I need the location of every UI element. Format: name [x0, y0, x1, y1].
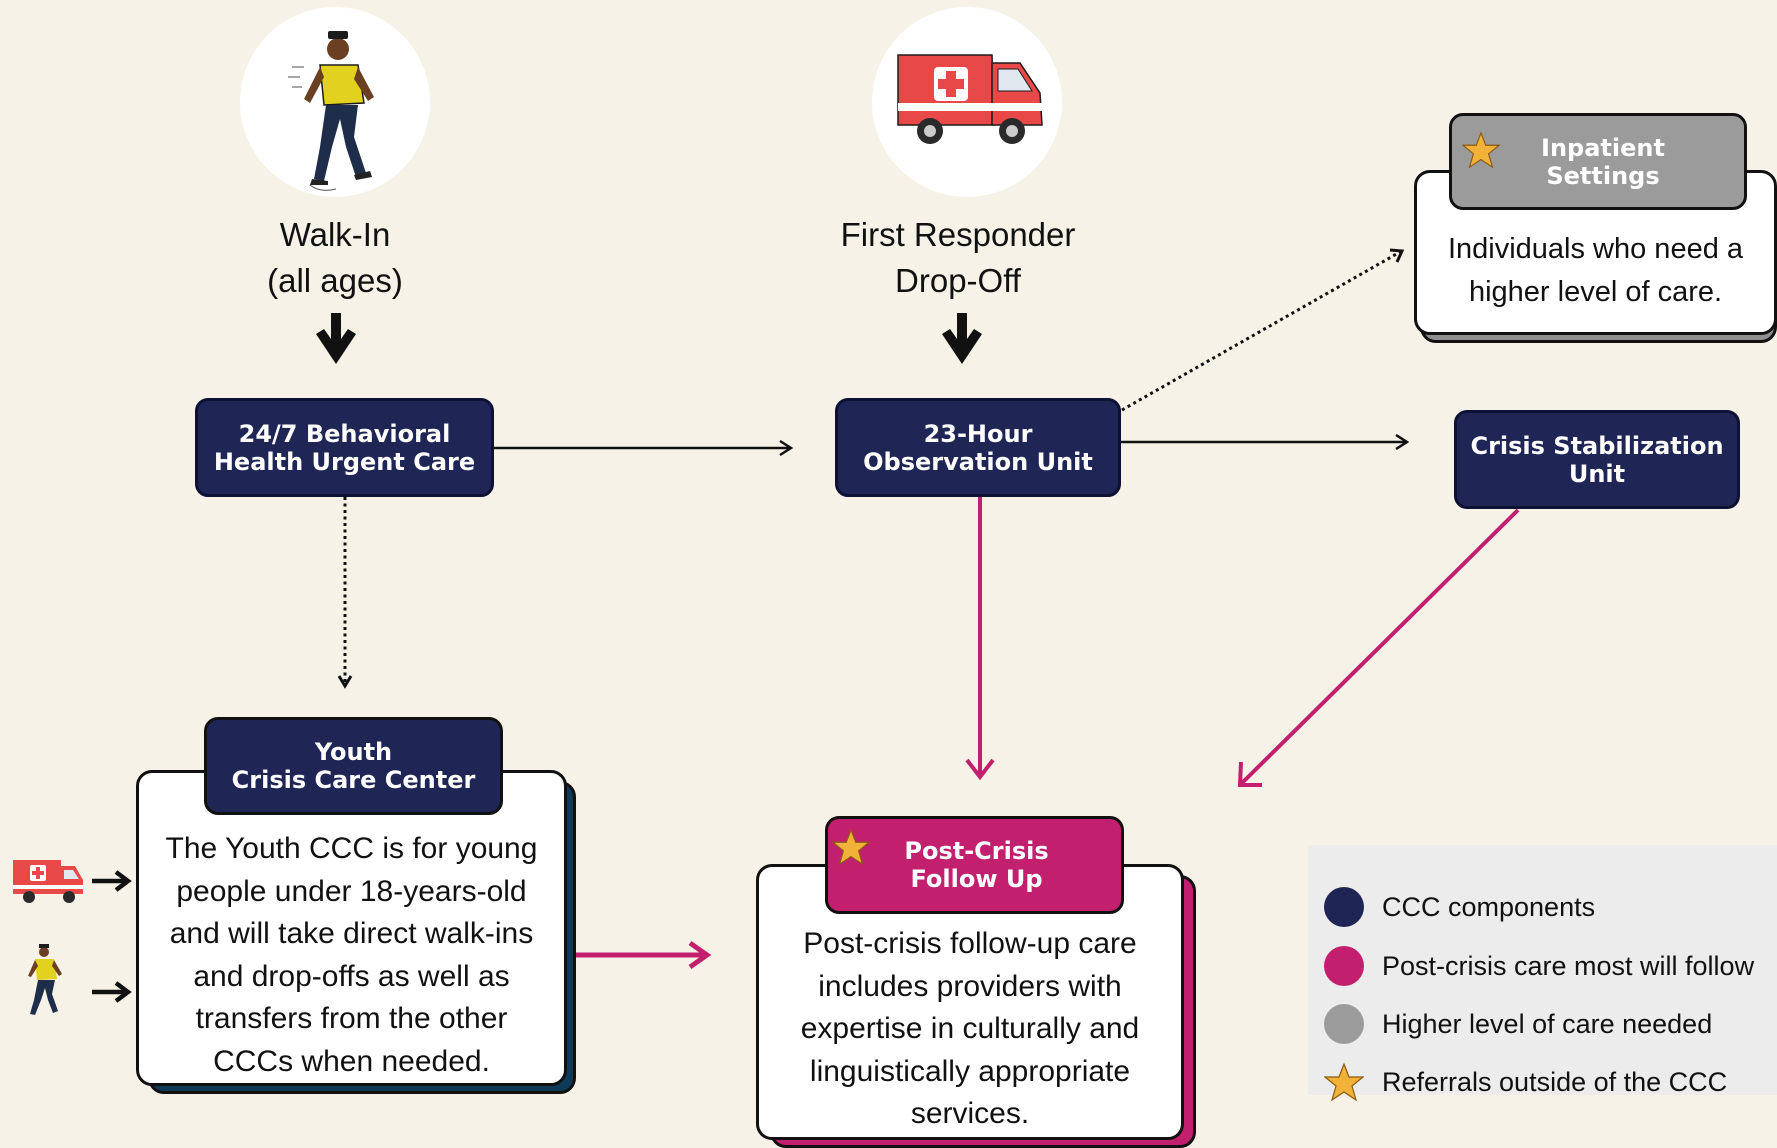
stabilization-line2: Unit: [1568, 459, 1626, 488]
inpatient-description: Individuals who need a higher level of c…: [1414, 228, 1777, 313]
legend-label: Higher level of care needed: [1382, 1008, 1713, 1039]
walk-in-label-line2: (all ages): [267, 262, 403, 299]
inpatient-tab[interactable]: Inpatient Settings: [1449, 113, 1747, 210]
urgent-care-node[interactable]: 24/7 Behavioral Health Urgent Care: [195, 398, 494, 497]
post-crisis-tab[interactable]: Post-Crisis Follow Up: [825, 816, 1124, 914]
youth-line2: Crisis Care Center: [231, 766, 476, 794]
legend-label: CCC components: [1382, 891, 1596, 922]
walk-in-label-line1: Walk-In: [279, 216, 391, 253]
youth-line1: Youth: [314, 738, 393, 766]
walk-in-icon-circle: [240, 7, 430, 197]
observation-to-stabilization-arrow: [1120, 433, 1410, 451]
youth-description-line2: people under 18-years-old: [176, 874, 527, 908]
youth-tab[interactable]: Youth Crisis Care Center: [204, 717, 503, 815]
inpatient-star-icon: [1462, 131, 1500, 169]
first-responder-icon-circle: [872, 7, 1062, 197]
youth-description-line3: and will take direct walk-ins: [169, 917, 534, 950]
legend: CCC components Post-crisis care most wil…: [1308, 845, 1777, 1102]
post-crisis-description-line3: expertise in culturally and: [800, 1012, 1140, 1045]
inpatient-line1: Inpatient: [1541, 133, 1665, 162]
post-crisis-description-line5: services.: [910, 1097, 1030, 1130]
youth-description-line5: transfers from the other: [195, 1002, 508, 1035]
legend-navy-dot: [1324, 887, 1364, 927]
legend-item-referrals: Referrals outside of the CCC: [1324, 1057, 1727, 1107]
observation-line1: 23-Hour: [923, 419, 1033, 448]
post-crisis-description-line2: includes providers with: [818, 969, 1122, 1003]
legend-label: Post-crisis care most will follow: [1382, 950, 1755, 981]
inpatient-description-line2: higher level of care.: [1468, 275, 1723, 308]
urgent-care-line2: Health Urgent Care: [213, 447, 476, 476]
ambulance-icon: [897, 54, 1043, 144]
legend-label: Referrals outside of the CCC: [1382, 1066, 1728, 1097]
crisis-stabilization-node[interactable]: Crisis Stabilization Unit: [1454, 410, 1740, 509]
post-crisis-star-icon: [832, 828, 870, 866]
small-ambulance-icon: [13, 860, 83, 903]
legend-item-higher-level: Higher level of care needed: [1324, 999, 1712, 1049]
youth-description-line6: CCCs when needed.: [213, 1044, 490, 1078]
youth-card[interactable]: [136, 770, 567, 1086]
post-crisis-line1: Post-Crisis: [904, 837, 1049, 865]
youth-description: The Youth CCC is for young people under …: [136, 828, 567, 1083]
post-crisis-description-line1: Post-crisis follow-up care: [803, 927, 1137, 960]
inpatient-line2: Settings: [1546, 161, 1660, 190]
urgent-care-to-observation-arrow: [494, 439, 794, 457]
legend-magenta-dot: [1324, 946, 1364, 986]
post-crisis-line2: Follow Up: [910, 865, 1043, 893]
legend-item-ccc-components: CCC components: [1324, 882, 1595, 932]
stabilization-line1: Crisis Stabilization: [1470, 431, 1724, 460]
walking-person-icon: [288, 31, 374, 191]
observation-to-inpatient-dotted-arrow: [1121, 248, 1405, 412]
legend-gray-dot: [1324, 1004, 1364, 1044]
youth-to-post-crisis-arrow: [575, 940, 712, 970]
youth-description-line1: The Youth CCC is for young: [165, 832, 538, 865]
walk-in-label: Walk-In (all ages): [225, 212, 445, 304]
legend-star-icon: [1324, 1062, 1364, 1102]
urgent-care-line1: 24/7 Behavioral: [238, 419, 451, 448]
walk-in-down-arrow: [316, 313, 356, 364]
first-responder-down-arrow: [942, 313, 982, 364]
observation-unit-node[interactable]: 23-Hour Observation Unit: [835, 398, 1121, 497]
post-crisis-description-line4: linguistically appropriate: [809, 1054, 1131, 1088]
urgent-care-to-youth-dotted-arrow: [337, 497, 353, 689]
observation-to-post-crisis-arrow: [965, 497, 995, 781]
small-walking-person-icon: [28, 944, 62, 1015]
post-crisis-description: Post-crisis follow-up care includes prov…: [756, 923, 1184, 1136]
stabilization-to-post-crisis-arrow: [1237, 508, 1520, 787]
inpatient-description-line1: Individuals who need a: [1447, 233, 1744, 265]
observation-line2: Observation Unit: [863, 447, 1093, 476]
first-responder-label: First Responder Drop-Off: [808, 212, 1108, 304]
walk-in-to-youth-arrow: [92, 981, 132, 1003]
legend-item-post-crisis: Post-crisis care most will follow: [1324, 941, 1754, 991]
first-responder-label-line1: First Responder: [840, 216, 1076, 253]
ambulance-to-youth-arrow: [92, 870, 132, 892]
youth-description-line4: and drop-offs as well as: [193, 959, 510, 993]
first-responder-label-line2: Drop-Off: [895, 262, 1021, 299]
